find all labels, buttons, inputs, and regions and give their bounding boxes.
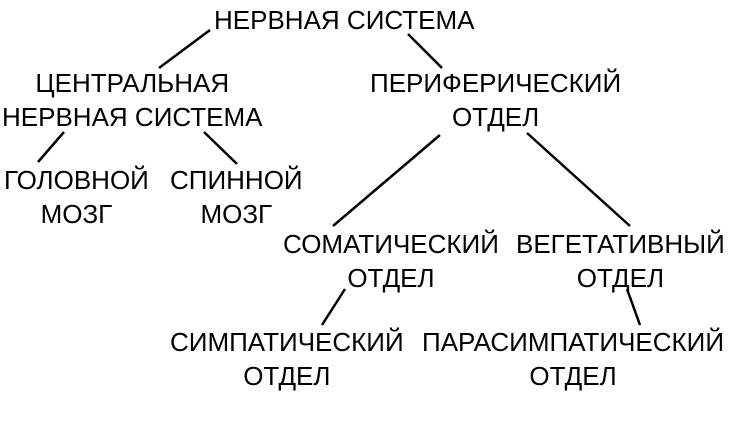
node-parasympathetic-division-line2: ОТДЕЛ (529, 361, 617, 391)
node-nervous-system-line1: НЕРВНАЯ СИСТЕМА (214, 5, 475, 35)
node-brain: ГОЛОВНОЙ МОЗГ (4, 163, 149, 231)
node-spinal-cord-line2: МОЗГ (200, 199, 273, 229)
node-peripheral-division: ПЕРИФЕРИЧЕСКИЙ ОТДЕЛ (370, 66, 621, 134)
node-somatic-division-line2: ОТДЕЛ (347, 263, 435, 293)
node-central-nervous-system-line2: НЕРВНАЯ СИСТЕМА (2, 102, 263, 132)
connector-autonomic-to-parasympathetic (625, 288, 642, 326)
node-peripheral-division-line1: ПЕРИФЕРИЧЕСКИЙ (370, 68, 622, 98)
connector-root-to-central (158, 28, 211, 70)
node-spinal-cord: СПИННОЙ МОЗГ (170, 163, 303, 231)
node-parasympathetic-division: ПАРАСИМПАТИЧЕСКИЙ ОТДЕЛ (422, 325, 724, 393)
node-peripheral-division-line2: ОТДЕЛ (451, 102, 540, 132)
node-autonomic-division-line2: ОТДЕЛ (576, 263, 665, 293)
node-sympathetic-division-line2: ОТДЕЛ (243, 361, 331, 391)
node-nervous-system: НЕРВНАЯ СИСТЕМА (214, 3, 475, 37)
node-somatic-division: СОМАТИЧЕСКИЙ ОТДЕЛ (283, 227, 499, 295)
connector-somatic-to-sympathetic (320, 288, 347, 326)
node-brain-line1: ГОЛОВНОЙ (4, 165, 149, 195)
node-spinal-cord-line1: СПИННОЙ (170, 165, 303, 195)
connector-root-to-peripheral (407, 33, 443, 69)
node-parasympathetic-division-line1: ПАРАСИМПАТИЧЕСКИЙ (422, 327, 725, 357)
node-somatic-division-line1: СОМАТИЧЕСКИЙ (283, 229, 499, 259)
connector-peripheral-to-autonomic (526, 132, 631, 227)
connector-peripheral-to-somatic (332, 134, 441, 227)
node-autonomic-division: ВЕГЕТАТИВНЫЙ ОТДЕЛ (516, 227, 725, 295)
node-sympathetic-division-line1: СИМПАТИЧЕСКИЙ (170, 327, 404, 357)
connector-central-to-spinal (203, 131, 238, 165)
node-central-nervous-system-line1: ЦЕНТРАЛЬНАЯ (35, 68, 230, 98)
node-autonomic-division-line1: ВЕГЕТАТИВНЫЙ (516, 229, 725, 259)
connector-central-to-brain (37, 131, 65, 163)
node-brain-line2: МОЗГ (40, 199, 113, 229)
node-central-nervous-system: ЦЕНТРАЛЬНАЯ НЕРВНАЯ СИСТЕМА (2, 66, 263, 134)
node-sympathetic-division: СИМПАТИЧЕСКИЙ ОТДЕЛ (170, 325, 404, 393)
